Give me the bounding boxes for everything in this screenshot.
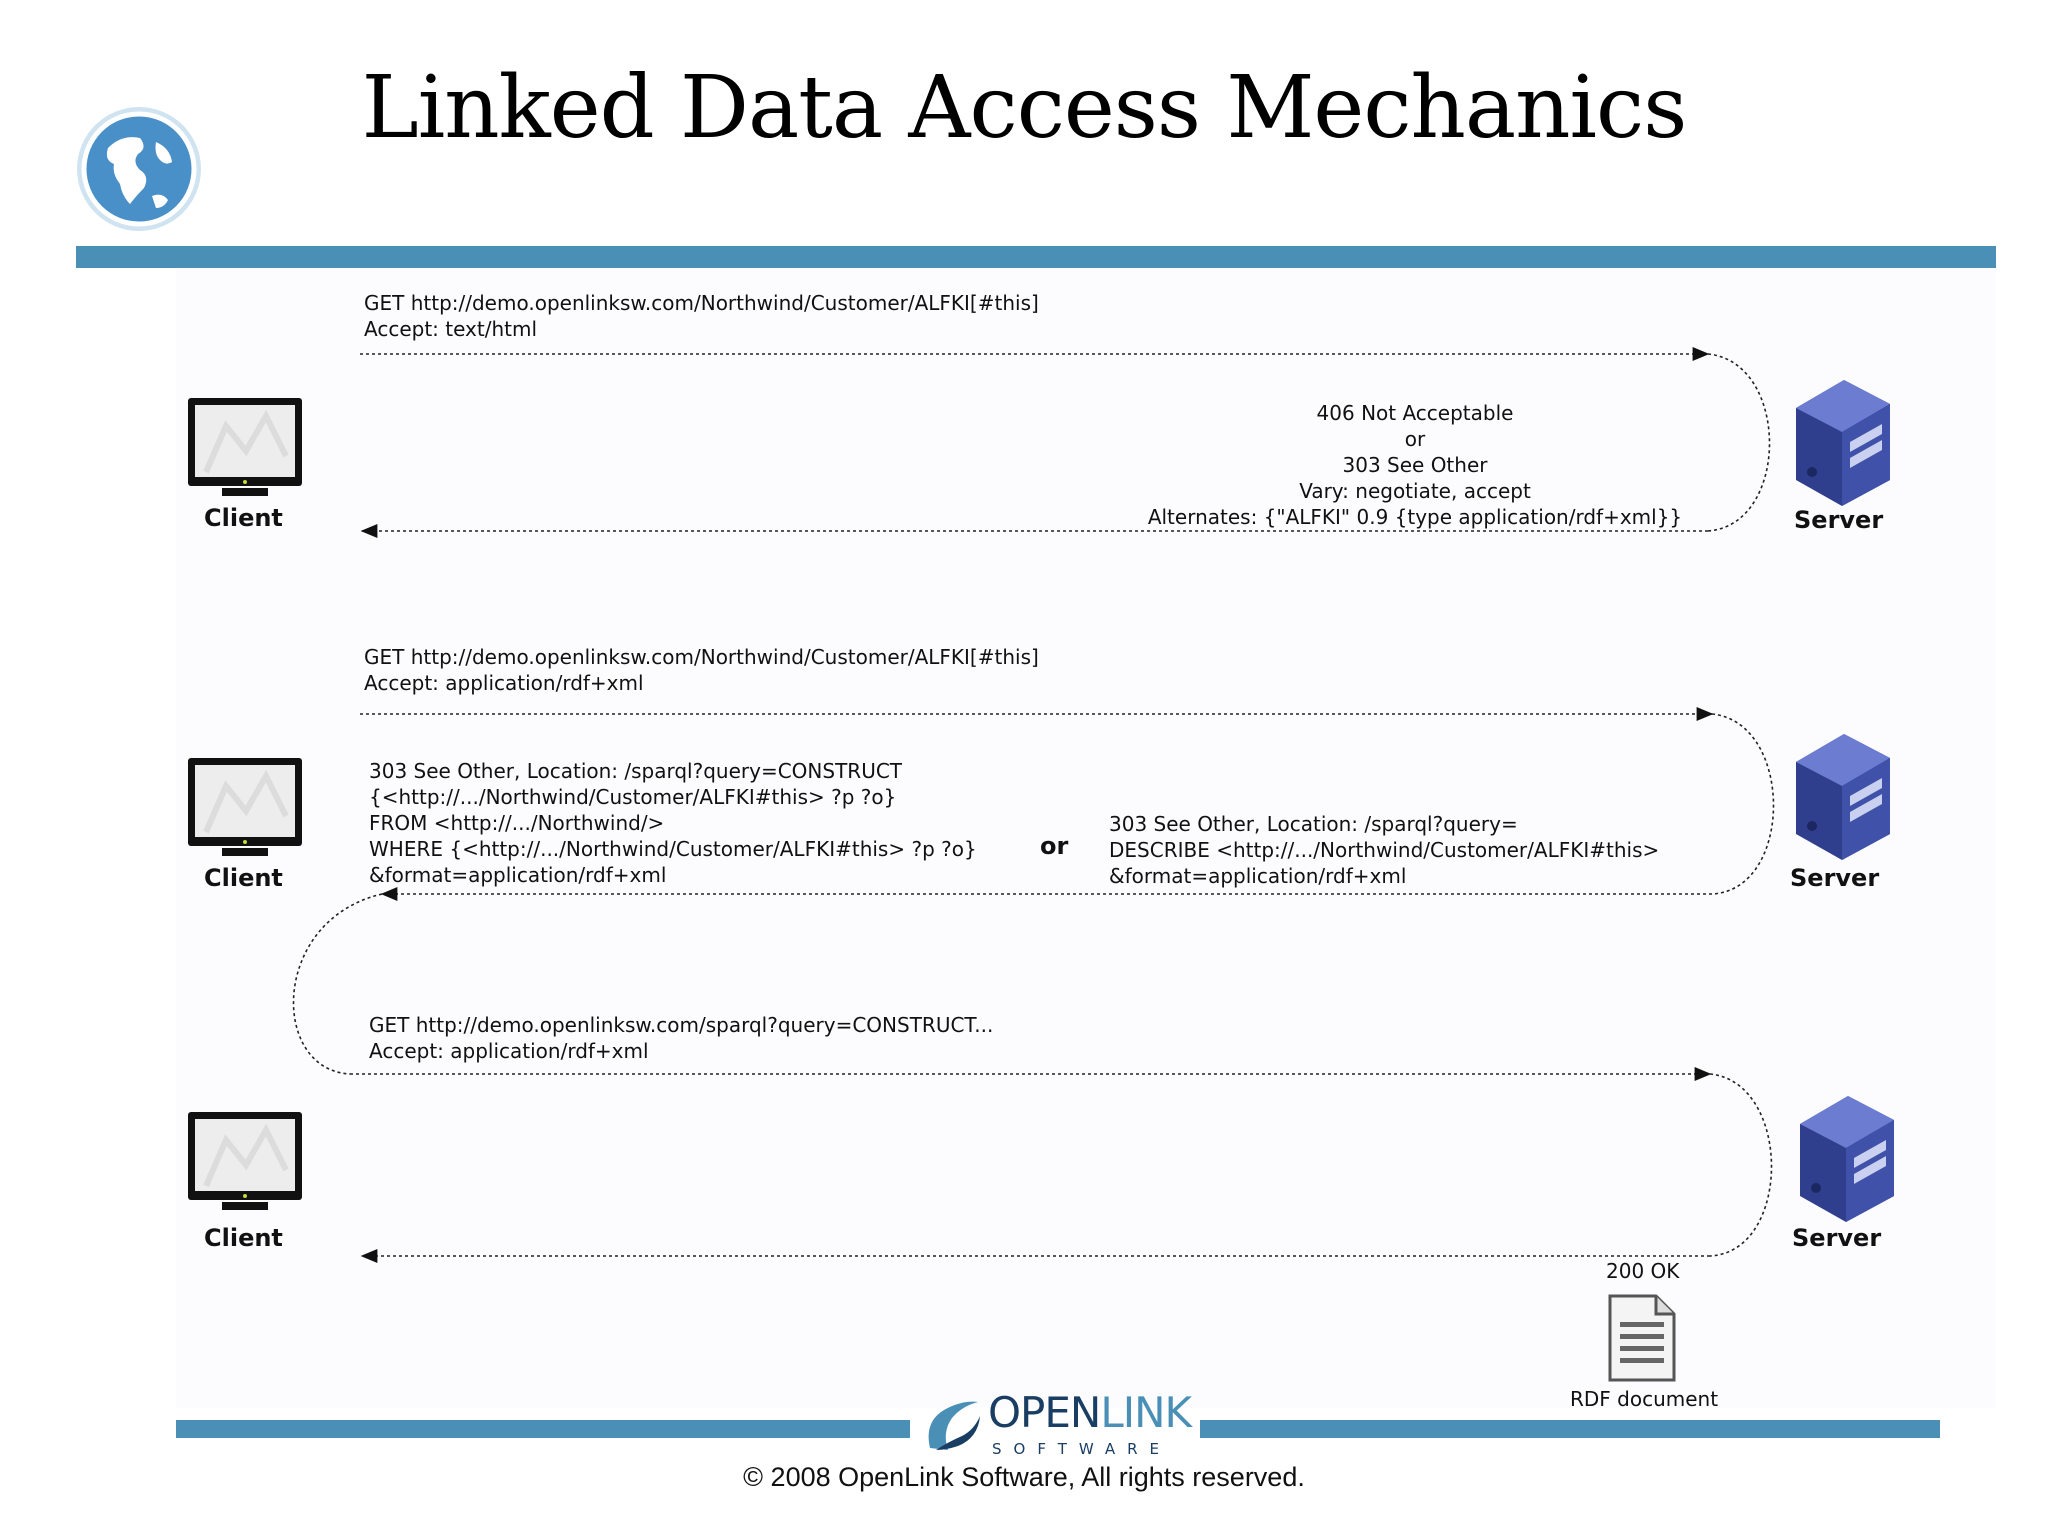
server-label-2: Server (1790, 864, 1880, 892)
header-divider-bar (76, 246, 1996, 268)
rdf-document-label: RDF document (1570, 1387, 1719, 1411)
server-turn-curve-3 (1709, 1073, 1773, 1257)
response-option-a: 303 See Other, Location: /sparql?query=C… (369, 759, 977, 887)
request-label-2: GET http://demo.openlinksw.com/Northwind… (364, 645, 1039, 695)
server-tower-icon (1800, 1096, 1894, 1222)
status-200-label: 200 OK (1606, 1259, 1680, 1283)
logo-word-link: LINK (1100, 1388, 1192, 1437)
footer-bar-left (176, 1420, 910, 1438)
request-label-1: GET http://demo.openlinksw.com/Northwind… (364, 291, 1039, 341)
diagram-panel (176, 268, 1996, 1408)
response-label-1: 406 Not Acceptable or 303 See Other Vary… (1147, 401, 1683, 529)
rdf-document-icon (1608, 1294, 1676, 1382)
server-turn-curve-2 (1711, 713, 1775, 895)
copyright-notice: © 2008 OpenLink Software, All rights res… (743, 1462, 1305, 1492)
client-monitor-icon (188, 1112, 302, 1210)
server-label-1: Server (1794, 506, 1884, 534)
response-option-b: 303 See Other, Location: /sparql?query= … (1109, 812, 1660, 888)
server-label-3: Server (1792, 1224, 1882, 1252)
server-turn-curve-1 (1707, 353, 1771, 532)
client-label-2: Client (204, 864, 283, 892)
or-separator: or (1040, 832, 1069, 860)
request-label-3: GET http://demo.openlinksw.com/sparql?qu… (369, 1013, 994, 1063)
globe-logo-icon (77, 107, 201, 231)
client-monitor-icon (188, 758, 302, 856)
logo-word-open: OPEN (988, 1388, 1101, 1437)
footer-bar-right (1200, 1420, 1940, 1438)
server-tower-icon (1796, 734, 1890, 860)
openlink-swirl-icon (928, 1401, 980, 1450)
client-monitor-icon (188, 398, 302, 496)
openlink-logo: OPENLINK SOFTWARE (916, 1388, 1196, 1460)
server-tower-icon (1796, 380, 1890, 506)
slide-title: Linked Data Access Mechanics (361, 58, 1688, 158)
redirect-follow-curve (292, 893, 383, 1075)
client-label-1: Client (204, 504, 283, 532)
logo-subtitle: SOFTWARE (992, 1440, 1172, 1458)
client-label-3: Client (204, 1224, 283, 1252)
